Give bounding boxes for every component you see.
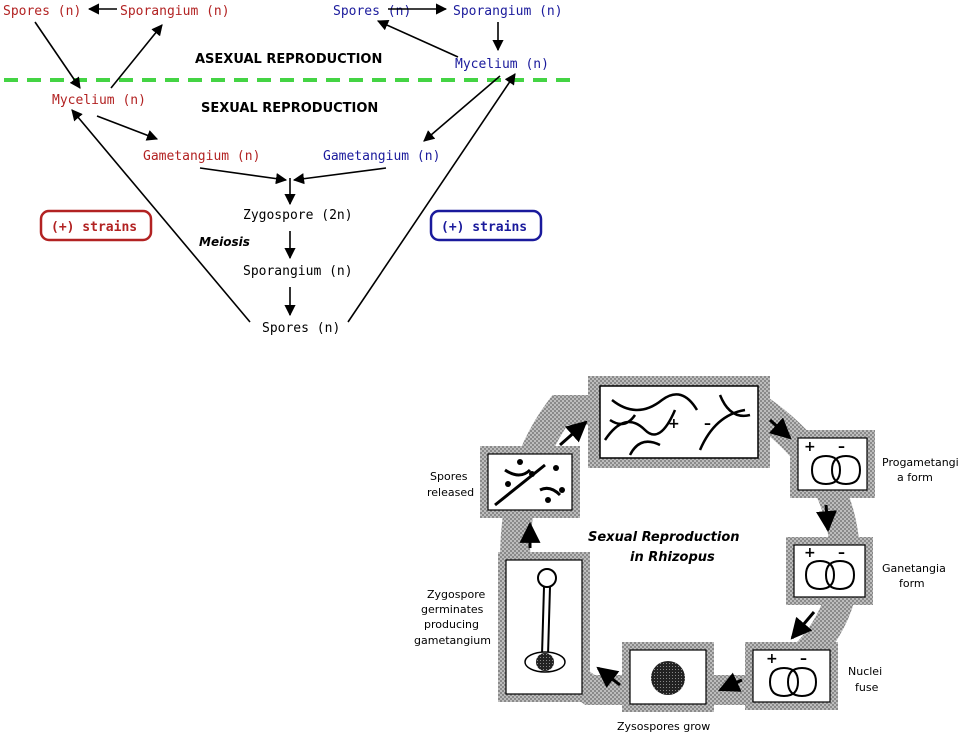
ganetangia-caption-line2: form [899, 577, 925, 590]
progametangia-caption-line1: Progametangi [882, 456, 959, 469]
germinates-caption-line2: germinates [421, 603, 484, 616]
nuclei-minus: – [800, 651, 807, 667]
arrow-release-to-mycelia [559, 420, 588, 447]
progametangia-caption-line2: a form [897, 471, 933, 484]
mycelia-minus: – [704, 416, 711, 432]
center-sporangium-label: Sporangium (n) [243, 264, 353, 279]
right-gametangium-label: Gametangium (n) [323, 149, 440, 164]
germination-panel [498, 552, 590, 702]
left-mycelium-label: Mycelium (n) [52, 93, 146, 108]
arrow-mycelium-to-sporangium-left [110, 24, 163, 89]
germinates-caption-line3: producing [424, 618, 479, 631]
sexual-header: SEXUAL REPRODUCTION [201, 101, 378, 116]
top-arrows [34, 3, 516, 323]
nuclei-fuse-panel: + – [745, 642, 838, 710]
arrow-mycelium-to-gametangium-right [423, 75, 501, 142]
center-spores-label: Spores (n) [262, 321, 340, 336]
asexual-header: ASEXUAL REPRODUCTION [195, 52, 382, 67]
nuclei-plus: + [766, 651, 778, 667]
cycle-title-line1: Sexual Reproduction [588, 530, 740, 545]
cycle-title-line2: in Rhizopus [630, 550, 715, 565]
arrow-zygospore-to-germination [596, 666, 621, 688]
left-sporangium-label: Sporangium (n) [120, 4, 230, 19]
arrow-spores-to-mycelium-right-long [347, 73, 516, 323]
ganetangia-caption-line1: Ganetangia [882, 562, 946, 575]
nuclei-caption-line2: fuse [855, 681, 879, 694]
right-sporangium-label: Sporangium (n) [453, 4, 563, 19]
arrow-nuclei-to-zygospore [718, 672, 743, 692]
released-caption-line1: Spores [430, 470, 468, 483]
arrow-spores-to-mycelium-left-long [71, 109, 251, 323]
germinates-caption-line1: Zygospore [427, 588, 485, 601]
cycle-arrows [519, 417, 837, 692]
released-caption-line2: released [427, 486, 474, 499]
progametangia-plus: + [804, 439, 816, 455]
germinates-caption-line4: gametangium [414, 634, 491, 647]
zygospore-label: Zygospore (2n) [243, 208, 353, 223]
ganetangia-plus: + [804, 545, 816, 561]
alternation-diagram: ASEXUAL REPRODUCTION SEXUAL REPRODUCTION… [3, 3, 572, 336]
arrow-left-gametangium-to-zygospore [199, 167, 288, 185]
arrow-mycelia-to-progametangia [768, 417, 792, 440]
right-strain-label: (+) strains [441, 220, 527, 235]
left-gametangium-label: Gametangium (n) [143, 149, 260, 164]
zygospores-grow-caption: Zysospores grow [617, 720, 710, 733]
right-mycelium-label: Mycelium (n) [455, 57, 549, 72]
nuclei-caption-line1: Nuclei [848, 665, 882, 678]
right-strain-badge: (+) strains [429, 209, 543, 242]
progametangia-panel: + – [790, 430, 875, 498]
rhizopus-cycle-diagram: Sexual Reproduction in Rhizopus + – + – … [414, 376, 959, 733]
arrow-ganetangia-to-nuclei [790, 611, 816, 640]
arrow-spores-to-mycelium-left [34, 21, 81, 89]
mycelia-plus: + [668, 416, 680, 432]
progametangia-minus: – [838, 439, 845, 455]
left-strain-badge: (+) strains [39, 209, 153, 242]
arrow-mycelium-to-gametangium-left [96, 115, 159, 141]
left-spores-label: Spores (n) [3, 4, 81, 19]
zygospore-grow-panel [622, 642, 714, 712]
arrow-progametangia-to-ganetangia [816, 504, 837, 533]
ganetangia-panel: + – [786, 537, 873, 605]
spores-released-panel [480, 446, 580, 518]
arrow-right-gametangium-to-zygospore [292, 167, 387, 185]
meiosis-label: Meiosis [199, 235, 250, 249]
ganetangia-minus: – [838, 545, 845, 561]
mycelia-panel: + – [588, 376, 770, 468]
left-strain-label: (+) strains [51, 220, 137, 235]
right-spores-label: Spores (n) [333, 4, 411, 19]
arrow-mycelium-to-spores-right [376, 20, 459, 58]
